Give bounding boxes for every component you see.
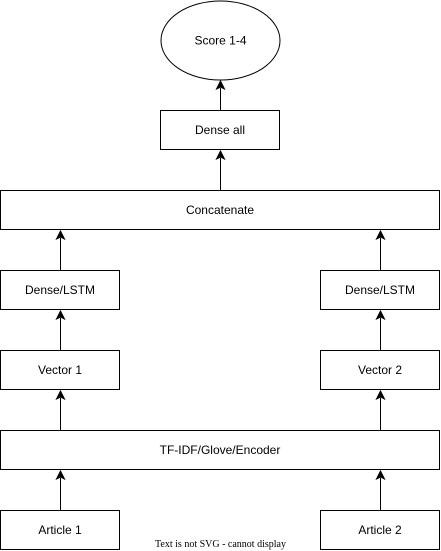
arrowhead-icon <box>55 229 66 241</box>
edge-dense-lstm-left-to-concatenate <box>55 229 66 270</box>
concatenate-node: Concatenate <box>0 190 440 230</box>
dense-lstm-left-node: Dense/LSTM <box>0 270 120 310</box>
dense-lstm-right-node: Dense/LSTM <box>320 270 440 310</box>
dense-lstm-left-label: Dense/LSTM <box>25 283 95 297</box>
article-1-node: Article 1 <box>0 510 120 550</box>
arrowhead-icon <box>215 79 226 91</box>
dense-all-node: Dense all <box>160 110 280 150</box>
arrowhead-icon <box>55 309 66 321</box>
article-2-node: Article 2 <box>320 510 440 550</box>
article-1-label: Article 1 <box>38 523 82 537</box>
arrowhead-icon <box>375 469 386 481</box>
footer-note: Text is not SVG - cannot display <box>155 539 286 550</box>
edge-vector-2-to-dense-lstm-right <box>375 309 386 350</box>
vector-1-label: Vector 1 <box>38 363 82 377</box>
vector-2-node: Vector 2 <box>320 350 440 390</box>
score-label: Score 1-4 <box>194 34 246 48</box>
arrowhead-icon <box>55 469 66 481</box>
edge-embedding-to-vector-2 <box>375 389 386 430</box>
arrowhead-icon <box>215 149 226 161</box>
embedding-label: TF-IDF/Glove/Encoder <box>160 443 281 457</box>
edge-vector-1-to-dense-lstm-left <box>55 309 66 350</box>
concatenate-label: Concatenate <box>186 203 254 217</box>
vector-2-label: Vector 2 <box>358 363 402 377</box>
arrowhead-icon <box>375 389 386 401</box>
vector-1-node: Vector 1 <box>0 350 120 390</box>
dense-all-label: Dense all <box>195 123 245 137</box>
arrowhead-icon <box>55 389 66 401</box>
dense-lstm-right-label: Dense/LSTM <box>345 283 415 297</box>
score-node: Score 1-4 <box>160 0 281 81</box>
embedding-node: TF-IDF/Glove/Encoder <box>0 430 440 470</box>
edge-article-1-to-embedding <box>55 469 66 510</box>
edge-dense-lstm-right-to-concatenate <box>375 229 386 270</box>
edge-embedding-to-vector-1 <box>55 389 66 430</box>
edge-concatenate-to-dense-all <box>215 149 226 190</box>
edge-dense-all-to-score <box>215 79 226 110</box>
arrowhead-icon <box>375 309 386 321</box>
arrowhead-icon <box>375 229 386 241</box>
article-2-label: Article 2 <box>358 523 402 537</box>
edge-article-2-to-embedding <box>375 469 386 510</box>
